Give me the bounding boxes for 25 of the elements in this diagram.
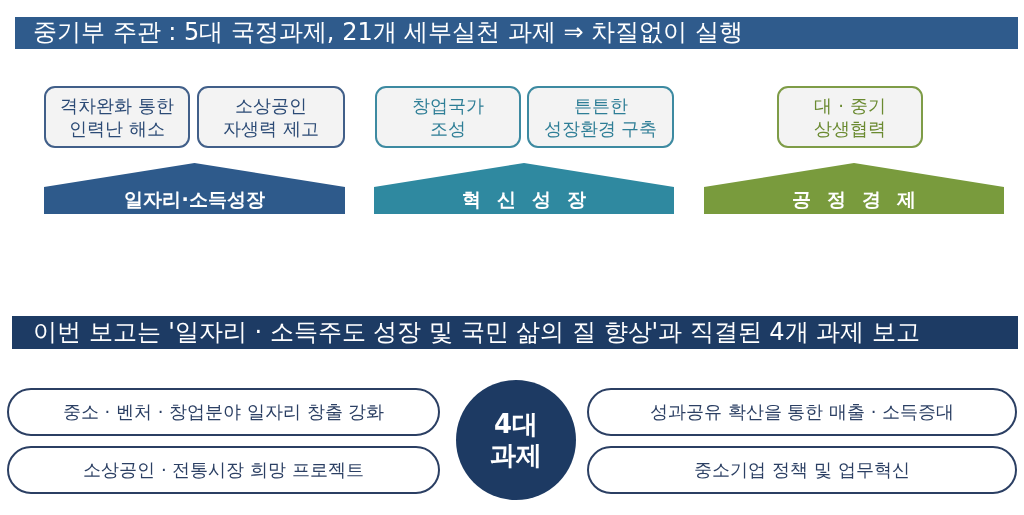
pillar-label: 일자리·소득성장 [124,187,265,212]
task-card [197,86,345,148]
task-label: 창업국가 조성 [411,93,485,141]
task-label: 튼튼한 성장환경 구축 [542,93,659,141]
task-label: 대 · 중기 상생협력 [813,93,887,141]
core-label: 4대 과제 [489,408,543,472]
task-label: 소상공인 · 전통시장 희망 프로젝트 [83,458,364,482]
pill-panel [7,388,440,436]
task-card [44,86,190,148]
header-banner [15,17,1018,49]
task-label: 중소 · 벤처 · 창업분야 일자리 창출 강화 [62,400,385,424]
task-label: 중소기업 정책 및 업무혁신 [694,458,910,482]
heading-text: 이번 보고는 '일자리 · 소득주도 성장 및 국민 삶의 질 향상'과 직결된 4개 과제 보고 [33,316,920,348]
pill-panel [7,446,440,494]
task-card [375,86,521,148]
task-label: 소상공인 자생력 제고 [222,93,320,141]
task-card [527,86,674,148]
pillar-label: 공 정 경 제 [790,187,921,212]
pill-panel [587,388,1017,436]
task-card [777,86,923,148]
task-label: 성과공유 확산을 통한 매출 · 소득증대 [649,400,955,424]
task-label: 격차완화 통한 인력난 해소 [59,93,175,141]
pillar-label: 혁 신 성 장 [460,187,591,212]
pill-panel [587,446,1017,494]
heading-text: 중기부 주관 : 5대 국정과제, 21개 세부실천 과제 ⇒ 차질없이 실행 [33,17,743,49]
